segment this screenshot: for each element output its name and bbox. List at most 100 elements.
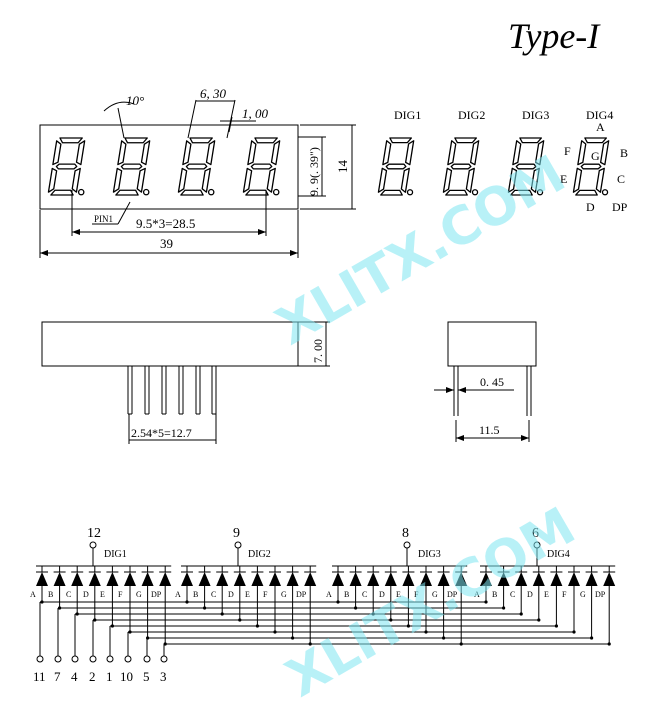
diode-triangle	[437, 572, 450, 586]
seg-letter: E	[396, 590, 401, 599]
circuit-diagram: 12 9 8 6 DIG1 DIG2 DIG3 DIG4 A B C D E F…	[30, 526, 616, 684]
digit-segment	[530, 167, 540, 193]
junction-dot	[238, 618, 242, 622]
junction-dot	[128, 630, 132, 634]
seven-segment-digit	[377, 137, 415, 196]
arrow	[40, 250, 48, 256]
digit-segment	[595, 167, 605, 193]
digit-segment	[599, 140, 610, 166]
dim-angle: 10°	[126, 93, 144, 108]
digit-segment	[450, 163, 472, 170]
diode-triangle	[420, 572, 432, 586]
digit-segment	[120, 163, 143, 170]
digit-segment	[404, 140, 415, 166]
seven-segment-digit	[112, 137, 151, 196]
digit-segment	[140, 140, 151, 166]
seg-letter: F	[263, 590, 268, 599]
segw-ext	[228, 116, 233, 133]
digit-segment	[400, 167, 410, 193]
digit-segment	[245, 189, 269, 196]
digit-segment	[205, 140, 216, 166]
dim-depth: 7. 00	[311, 339, 325, 363]
seg-label-e: E	[560, 172, 567, 186]
junction-dot	[459, 642, 463, 646]
dim-pin-dia: 0. 45	[480, 375, 504, 389]
seg-label-d: D	[586, 200, 595, 214]
junction-dot	[389, 618, 393, 622]
digit-group	[181, 541, 317, 586]
seg-letter: A	[175, 590, 181, 599]
digit-segment	[572, 167, 583, 193]
junction-dot	[308, 642, 312, 646]
decimal-point	[536, 189, 544, 196]
common-terminal	[89, 541, 97, 549]
dig-net-2: DIG2	[248, 549, 271, 560]
diode-triangle	[455, 572, 468, 586]
decimal-point	[471, 189, 479, 196]
bottom-pin-label: 11	[33, 669, 46, 684]
bottom-pins	[36, 602, 168, 663]
junction-dot	[110, 624, 114, 628]
junction-dot	[554, 624, 559, 628]
pin-terminal	[36, 655, 44, 663]
dim-total-height: 14	[335, 160, 350, 174]
diode-triangle	[304, 572, 317, 586]
digit-segment	[59, 137, 83, 144]
seg-letter: A	[30, 590, 36, 599]
diode-triangle	[367, 572, 380, 586]
diode-triangle	[480, 572, 492, 586]
junction-dot	[75, 612, 79, 616]
common-pin-9: 9	[233, 526, 240, 541]
page-title: Type-I	[508, 16, 601, 56]
digit-segment	[380, 189, 403, 196]
digit-segment	[442, 167, 453, 193]
junction-dot	[58, 606, 62, 610]
pin-terminal	[124, 655, 132, 663]
seg-letter: F	[118, 590, 123, 599]
seven-segment-digit	[572, 137, 610, 196]
side-view-short: 0. 45 11.5	[434, 321, 537, 442]
junction-dot	[442, 636, 446, 640]
digit-segment	[117, 140, 127, 166]
arrow	[72, 229, 80, 235]
diode-triangle	[550, 572, 563, 586]
seg-letter: F	[562, 590, 567, 599]
digit-segment	[242, 167, 253, 193]
arrow	[290, 250, 298, 256]
dim-height: 9. 9(. 39")	[307, 147, 321, 196]
seg-letter: C	[362, 590, 367, 599]
seg-letter: E	[544, 590, 549, 599]
seg-label-f: F	[564, 144, 571, 158]
seg-letter: D	[83, 590, 89, 599]
arrow	[446, 387, 454, 393]
pin-terminal	[143, 655, 151, 663]
digit-segment	[389, 137, 413, 144]
digit-segment	[445, 189, 468, 196]
seg-letter: D	[228, 590, 234, 599]
seg-letter: A	[326, 590, 332, 599]
seg-letter: B	[48, 590, 53, 599]
seg-letter: DP	[447, 590, 458, 599]
diode-triangle	[532, 572, 545, 586]
diode-triangle	[349, 572, 362, 586]
pin-terminal	[71, 655, 79, 663]
digit-segment	[270, 140, 281, 166]
digit-segment	[55, 163, 78, 170]
digit-segment	[247, 140, 257, 166]
seg-letter: G	[281, 590, 287, 599]
dig-net-3: DIG3	[418, 549, 441, 560]
seg-label-b: B	[620, 146, 628, 160]
bottom-pin-label: 3	[160, 669, 167, 684]
seg-letter: B	[492, 590, 497, 599]
segment-legend: DIG1 DIG2 DIG3 DIG4 A B C D E F G DP	[377, 108, 628, 214]
seg-letter: C	[510, 590, 515, 599]
pitch-ext-1	[187, 99, 197, 139]
decimal-point	[77, 188, 85, 196]
digit-segment	[519, 137, 543, 144]
digit-segment	[507, 167, 518, 193]
side-body	[41, 321, 299, 367]
diode-triangle	[159, 572, 172, 586]
diode-triangle	[286, 572, 299, 586]
digit-segment	[515, 163, 537, 170]
digit-segment	[201, 167, 211, 193]
